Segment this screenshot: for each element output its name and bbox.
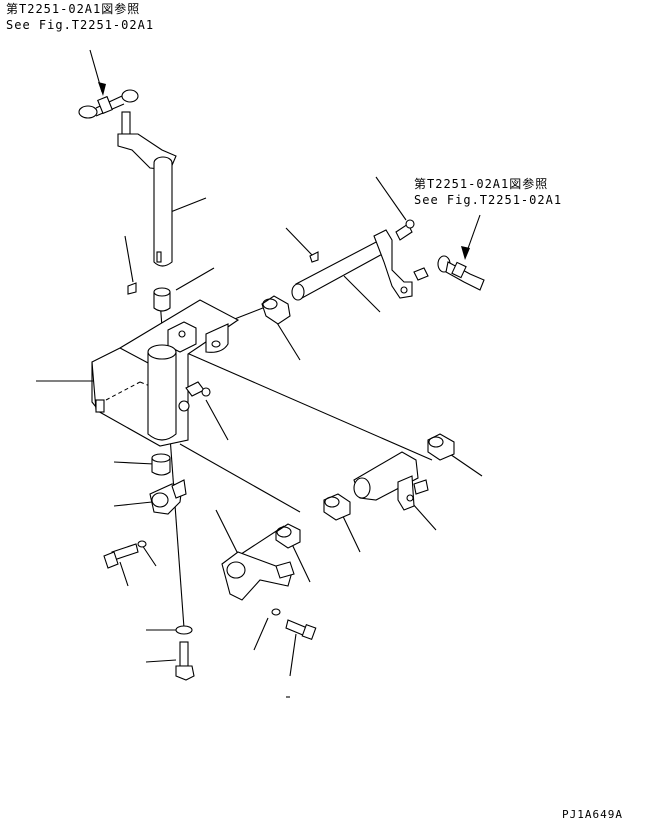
leader-bushing-bottom [113,461,155,465]
leader-bushing-top [175,267,215,291]
leader-bushing-mid [273,317,301,361]
bracket-tab [205,323,229,353]
leader-pin-shaft [285,227,313,256]
leader-bolt-vert [145,659,177,663]
bushing-middle [261,295,291,325]
bushing-lower [275,523,301,549]
bushing-top [153,287,171,312]
lower-arm [221,551,295,601]
lower-fasteners [271,608,317,641]
split-pin-icon [127,282,137,295]
ref-label-top-left-jp: 第T2251-02A1図参照 [6,2,141,16]
washer-vertical [175,625,193,635]
leader-grease-right [375,176,407,221]
ref-label-right-en: See Fig.T2251-02A1 [414,193,563,207]
leader-washer-lower [253,617,269,651]
leader-arrow-right [465,214,481,255]
leader-bolt-left [119,561,129,587]
bushing-center [323,493,351,521]
ref-label-right-jp: 第T2251-02A1図参照 [414,177,549,191]
grease-fitting-bracket [178,381,211,412]
vertical-fasteners [175,625,195,681]
axis-shaft [231,305,269,321]
grease-fitting-right [395,219,415,241]
bolt-vertical-shank [179,641,189,667]
axis-diagonal-long [179,349,433,461]
drawing-code: PJ1A649A [562,808,623,821]
axis-diagonal-low [179,443,301,513]
washer-lower [271,608,281,616]
bolt-left [103,540,147,569]
leader-clamp-lever [113,501,153,507]
cross-shaft [291,229,429,301]
bushing-bottom [151,453,171,476]
lever-rod [117,111,177,267]
arrowhead-top-left [98,82,106,96]
ref-label-top-left-en: See Fig.T2251-02A1 [6,18,155,32]
arrowhead-right [461,246,470,260]
leader-grease-bracket [205,399,229,441]
leader-arm [215,509,239,555]
rod-end-right [437,255,485,291]
rod-end-link [78,89,139,119]
leader-rod [167,197,207,214]
bell-crank [353,451,429,511]
bracket-boss [147,344,177,441]
leader-bolt-lower [289,633,297,677]
leader-shaft [343,275,381,313]
leader-pin-left [124,235,134,283]
leader-bushing-lower [289,539,311,583]
clamp-lever [149,479,187,515]
bolt-vertical-head [175,665,195,681]
bushing-right [427,433,455,461]
